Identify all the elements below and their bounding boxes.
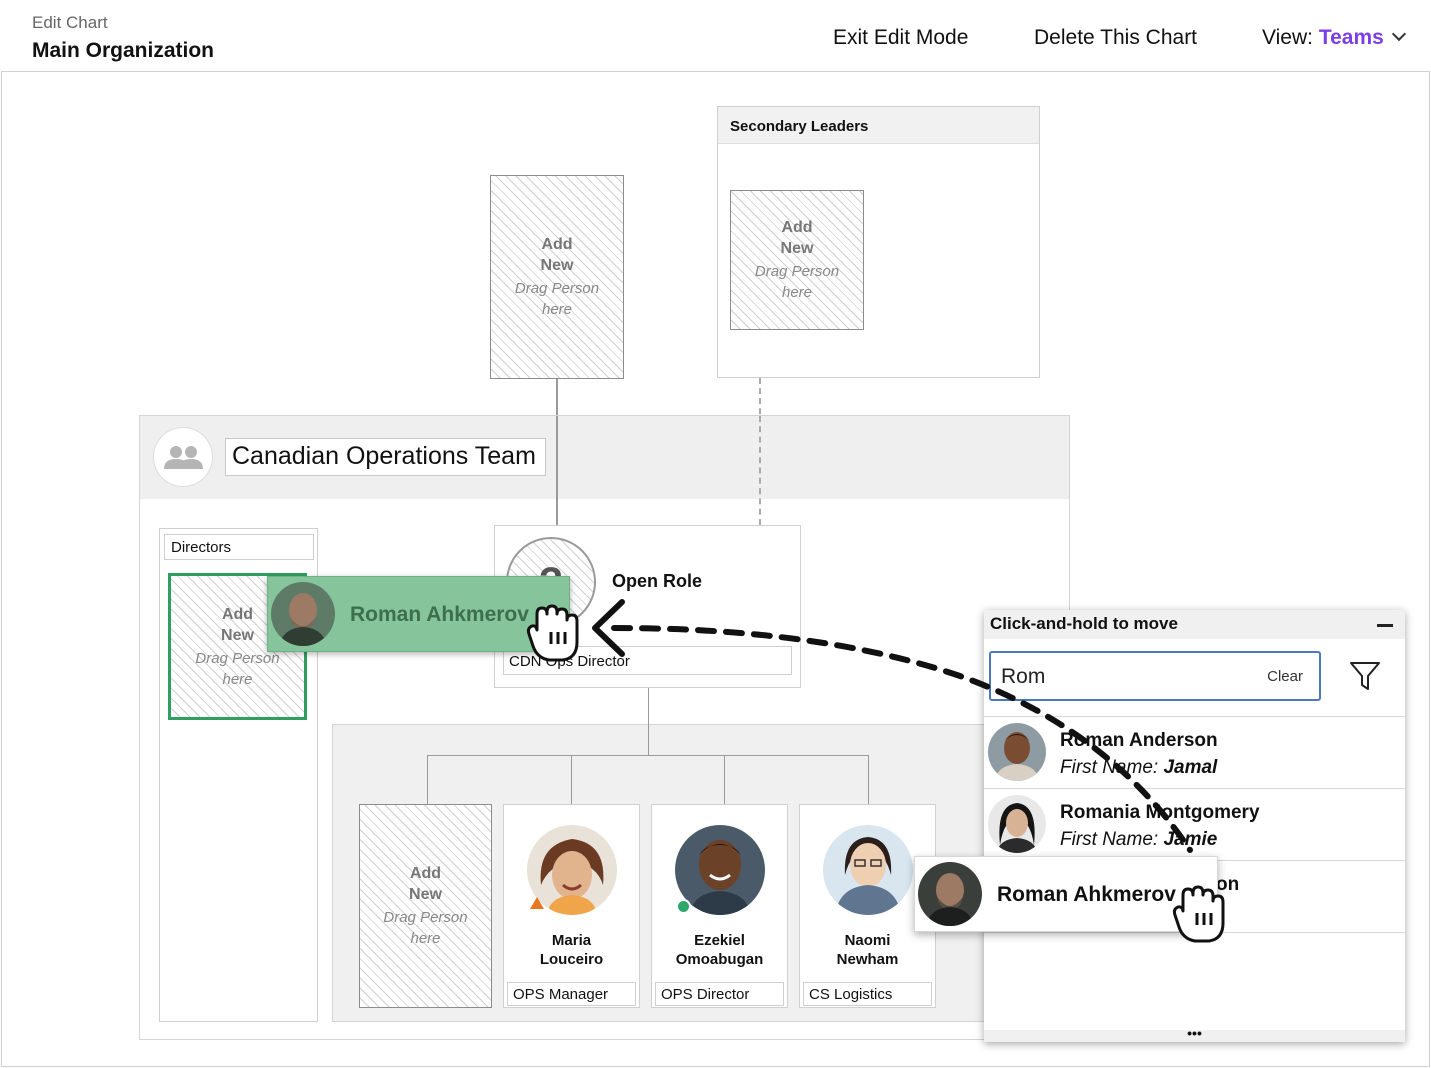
drag-hint-here: here	[541, 301, 573, 318]
leader-placeholder[interactable]: Add New Drag Person here	[490, 175, 624, 379]
new-label: New	[221, 626, 254, 644]
avatar	[823, 825, 913, 915]
minimize-icon[interactable]	[1377, 624, 1393, 627]
drag-hint: Drag Person	[195, 649, 280, 667]
person-role[interactable]: OPS Director	[655, 982, 784, 1006]
drag-hint-here: here	[410, 930, 441, 947]
connector-line	[571, 755, 572, 804]
secondary-leaders-title: Secondary Leaders	[718, 107, 1039, 144]
connector-line	[868, 755, 869, 804]
breadcrumb: Edit Chart	[32, 13, 108, 32]
warning-status-icon	[530, 897, 544, 909]
open-role-title: Open Role	[612, 571, 703, 591]
drag-hint: Drag Person	[514, 280, 600, 297]
drag-hint-here: here	[781, 284, 813, 301]
list-item[interactable]: Romania Montgomery First Name: Jamie	[984, 788, 1405, 860]
result-name: Romania Montgomery	[1060, 802, 1260, 823]
new-label: New	[409, 886, 442, 903]
page-title: Main Organization	[32, 39, 215, 62]
new-label: New	[540, 257, 574, 274]
connector-line	[427, 755, 869, 756]
avatar	[988, 795, 1046, 853]
chevron-down-icon	[1391, 26, 1406, 42]
connector-line	[724, 755, 725, 804]
add-label: Add	[541, 236, 573, 253]
directors-label[interactable]: Directors	[164, 534, 314, 560]
result-name: Roman Anderson	[1060, 730, 1218, 751]
connector-line	[427, 755, 428, 804]
add-label: Add	[781, 219, 813, 236]
connector-line	[648, 724, 649, 755]
search-input[interactable]: Rom Clear	[989, 651, 1321, 701]
person-role[interactable]: CS Logistics	[803, 982, 932, 1006]
dashed-connector-line	[759, 416, 761, 525]
add-label: Add	[221, 605, 254, 623]
add-label: Add	[409, 865, 442, 882]
view-selector[interactable]: View: Teams	[1262, 26, 1406, 50]
drag-hint: Drag Person	[754, 263, 840, 280]
people-panel: Click-and-hold to move Rom Clear Roman A…	[984, 610, 1405, 1042]
new-label: New	[780, 240, 814, 257]
clear-button[interactable]: Clear	[1267, 668, 1303, 685]
team-name-input[interactable]: Canadian Operations Team	[225, 438, 546, 476]
view-label: View:	[1262, 26, 1319, 49]
report-placeholder[interactable]: Add New Drag Person here	[359, 804, 492, 1008]
connector-line	[648, 688, 649, 724]
exit-edit-mode-button[interactable]: Exit Edit Mode	[833, 26, 969, 49]
list-divider	[984, 932, 1405, 933]
result-name-partial: on	[1216, 874, 1240, 895]
secondary-leader-placeholder[interactable]: Add New Drag Person here	[730, 190, 864, 330]
filter-icon[interactable]	[1349, 660, 1381, 692]
online-status-icon	[676, 899, 691, 914]
person-role[interactable]: OPS Manager	[507, 982, 636, 1006]
result-sub: First Name: Jamal	[1060, 757, 1218, 778]
panel-drag-ghost-name: Roman Ahkmerov	[997, 883, 1176, 906]
avatar	[918, 862, 982, 926]
more-handle[interactable]: •••	[984, 1026, 1405, 1042]
list-item[interactable]: Roman Anderson First Name: Jamal	[984, 716, 1405, 788]
drag-hint-here: here	[222, 670, 253, 688]
avatar	[988, 723, 1046, 781]
drag-ghost-name: Roman Ahkmerov	[350, 603, 529, 626]
drag-hint: Drag Person	[383, 909, 468, 926]
view-value: Teams	[1318, 26, 1384, 49]
team-icon	[153, 427, 213, 487]
drag-ghost-card[interactable]: Roman Ahkmerov	[267, 576, 570, 652]
avatar	[271, 582, 335, 646]
result-sub: First Name: Jamie	[1060, 829, 1218, 850]
header-bar: Edit Chart Main Organization Exit Edit M…	[1, 1, 1430, 72]
search-value: Rom	[1001, 665, 1046, 688]
delete-chart-button[interactable]: Delete This Chart	[1034, 26, 1198, 49]
panel-title: Click-and-hold to move	[984, 610, 1405, 639]
connector-line	[556, 416, 558, 525]
panel-drag-ghost[interactable]: Roman Ahkmerov	[914, 856, 1218, 932]
